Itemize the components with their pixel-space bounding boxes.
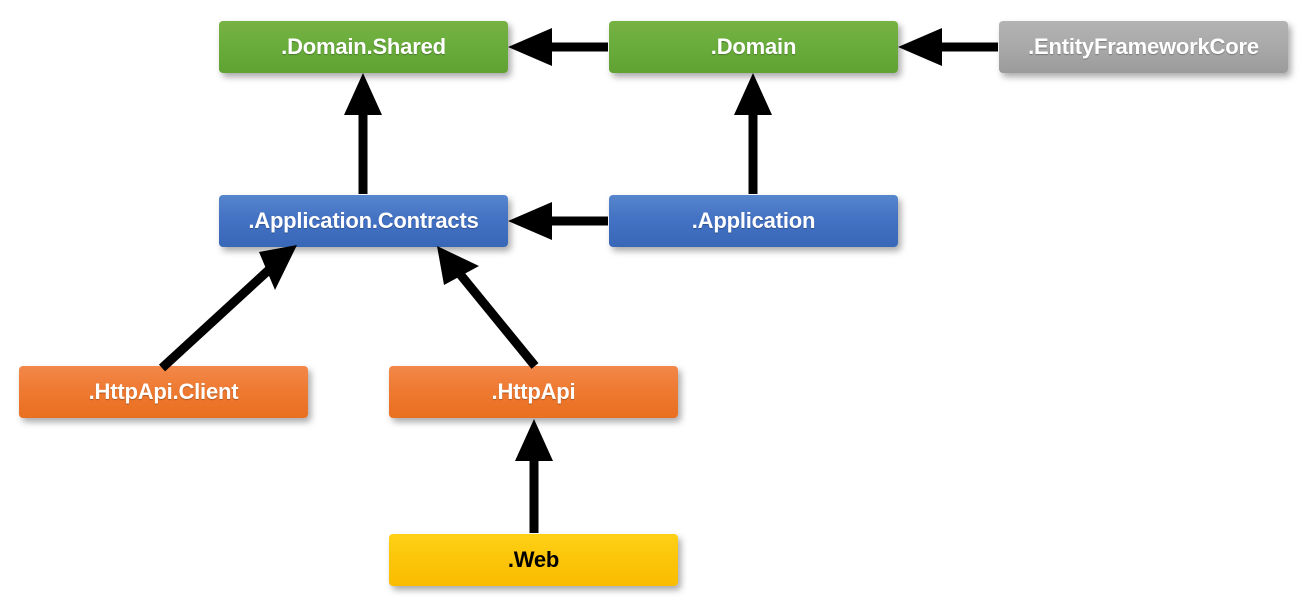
node-domain[interactable]: .Domain	[609, 21, 898, 73]
node-entity-framework-core[interactable]: .EntityFrameworkCore	[999, 21, 1288, 73]
node-label-application-contracts: .Application.Contracts	[248, 208, 479, 233]
arrow-http-api-client-to-application-contracts	[158, 245, 297, 372]
node-label-domain: .Domain	[710, 34, 797, 59]
arrow-application-to-domain	[734, 73, 772, 194]
node-label-application: .Application	[691, 208, 816, 233]
node-application-contracts[interactable]: .Application.Contracts	[219, 195, 508, 247]
node-domain-shared[interactable]: .Domain.Shared	[219, 21, 508, 73]
arrow-web-to-http-api	[515, 419, 553, 533]
arrow-efcore-to-domain	[898, 28, 998, 66]
node-web[interactable]: .Web	[389, 534, 678, 586]
arrow-domain-to-domain-shared	[508, 28, 608, 66]
node-http-api-client[interactable]: .HttpApi.Client	[19, 366, 308, 418]
arrow-http-api-to-application-contracts	[437, 246, 539, 369]
node-label-domain-shared: .Domain.Shared	[281, 34, 446, 59]
node-application[interactable]: .Application	[609, 195, 898, 247]
node-label-entity-framework-core: .EntityFrameworkCore	[1028, 34, 1259, 59]
arrow-application-contracts-to-domain-shared	[344, 73, 382, 194]
node-label-http-api-client: .HttpApi.Client	[88, 379, 239, 404]
node-label-web: .Web	[507, 547, 560, 572]
node-http-api[interactable]: .HttpApi	[389, 366, 678, 418]
node-label-http-api: .HttpApi	[491, 379, 576, 404]
arrow-application-to-application-contracts	[508, 202, 608, 240]
